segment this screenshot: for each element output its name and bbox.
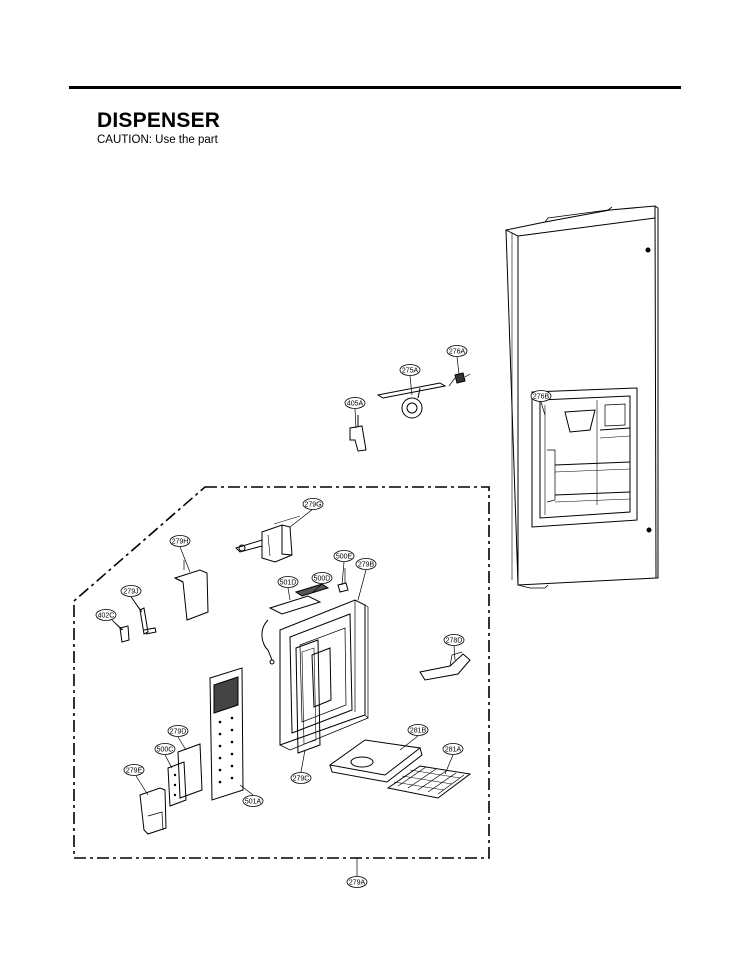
part-label-500C: 500C [154, 743, 176, 755]
svg-text:279D: 279D [170, 729, 187, 736]
part-label-405A: 405A [344, 397, 366, 409]
svg-text:501A: 501A [245, 799, 262, 806]
svg-text:279C: 279C [293, 776, 310, 783]
part-label-501D: 501D [277, 576, 299, 588]
part-label-279A: 279A [346, 876, 368, 888]
part-501A-drawing [209, 667, 244, 801]
svg-text:279A: 279A [349, 880, 366, 887]
part-279C-drawing [295, 639, 321, 754]
svg-text:279G: 279G [304, 502, 321, 509]
part-label-279E: 279E [123, 764, 145, 776]
svg-text:276B: 276B [533, 394, 550, 401]
svg-text:279E: 279E [126, 768, 143, 775]
door-panel [505, 205, 659, 589]
part-label-279C: 279C [290, 772, 312, 784]
page-title: DISPENSER [97, 109, 221, 132]
svg-text:500E: 500E [336, 554, 353, 561]
svg-text:281A: 281A [445, 747, 462, 754]
part-281A-drawing [386, 765, 472, 799]
leader-lines [112, 356, 546, 876]
svg-text:276A: 276A [449, 349, 466, 356]
part-label-279D: 279D [167, 725, 189, 737]
part-402C-drawing [111, 619, 130, 643]
part-279B-drawing [279, 599, 369, 751]
svg-text:275A: 275A [402, 368, 419, 375]
part-405A-drawing [349, 415, 367, 452]
part-label-402C: 402C [95, 609, 117, 621]
part-label-279H: 279H [169, 535, 191, 547]
header-rule [69, 86, 681, 89]
svg-text:279B: 279B [358, 562, 375, 569]
part-276A-drawing [448, 372, 471, 387]
svg-text:279H: 279H [172, 539, 189, 546]
assembly-boundary [73, 486, 490, 859]
part-label-501A: 501A [242, 795, 264, 807]
part-label-281B: 281B [407, 724, 429, 736]
part-279E-drawing [139, 787, 167, 835]
svg-text:402C: 402C [98, 613, 115, 620]
part-278D-drawing [419, 651, 471, 681]
part-279G-drawing [235, 515, 301, 563]
part-500D-drawing [294, 583, 330, 597]
part-label-500E: 500E [333, 550, 355, 562]
part-label-278D: 278D [443, 634, 465, 646]
svg-text:500C: 500C [157, 747, 174, 754]
part-label-275A: 275A [399, 364, 421, 376]
part-label-500D: 500D [311, 572, 333, 584]
caution-note: CAUTION: Use the part [97, 134, 218, 146]
part-label-281A: 281A [442, 743, 464, 755]
part-label-279J: 279J [120, 585, 142, 597]
svg-text:278D: 278D [446, 638, 463, 645]
svg-text:279J: 279J [123, 589, 138, 596]
part-labels: 276A 275A 405A 276B 279G 279H 500E 279B [95, 345, 552, 888]
part-279D-drawing [177, 743, 203, 799]
part-275A-drawing [376, 382, 447, 419]
part-label-276B: 276B [530, 390, 552, 402]
svg-text:500D: 500D [314, 576, 331, 583]
part-281B-drawing [328, 739, 423, 783]
part-279H-drawing [173, 560, 209, 621]
svg-text:501D: 501D [280, 580, 297, 587]
part-label-279G: 279G [302, 498, 324, 510]
part-label-279B: 279B [355, 558, 377, 570]
svg-text:281B: 281B [410, 728, 427, 735]
svg-text:405A: 405A [347, 401, 364, 408]
part-500C-drawing [167, 761, 187, 807]
part-501D-drawing [261, 595, 322, 665]
part-500E-drawing [337, 568, 349, 593]
part-label-276A: 276A [446, 345, 468, 357]
